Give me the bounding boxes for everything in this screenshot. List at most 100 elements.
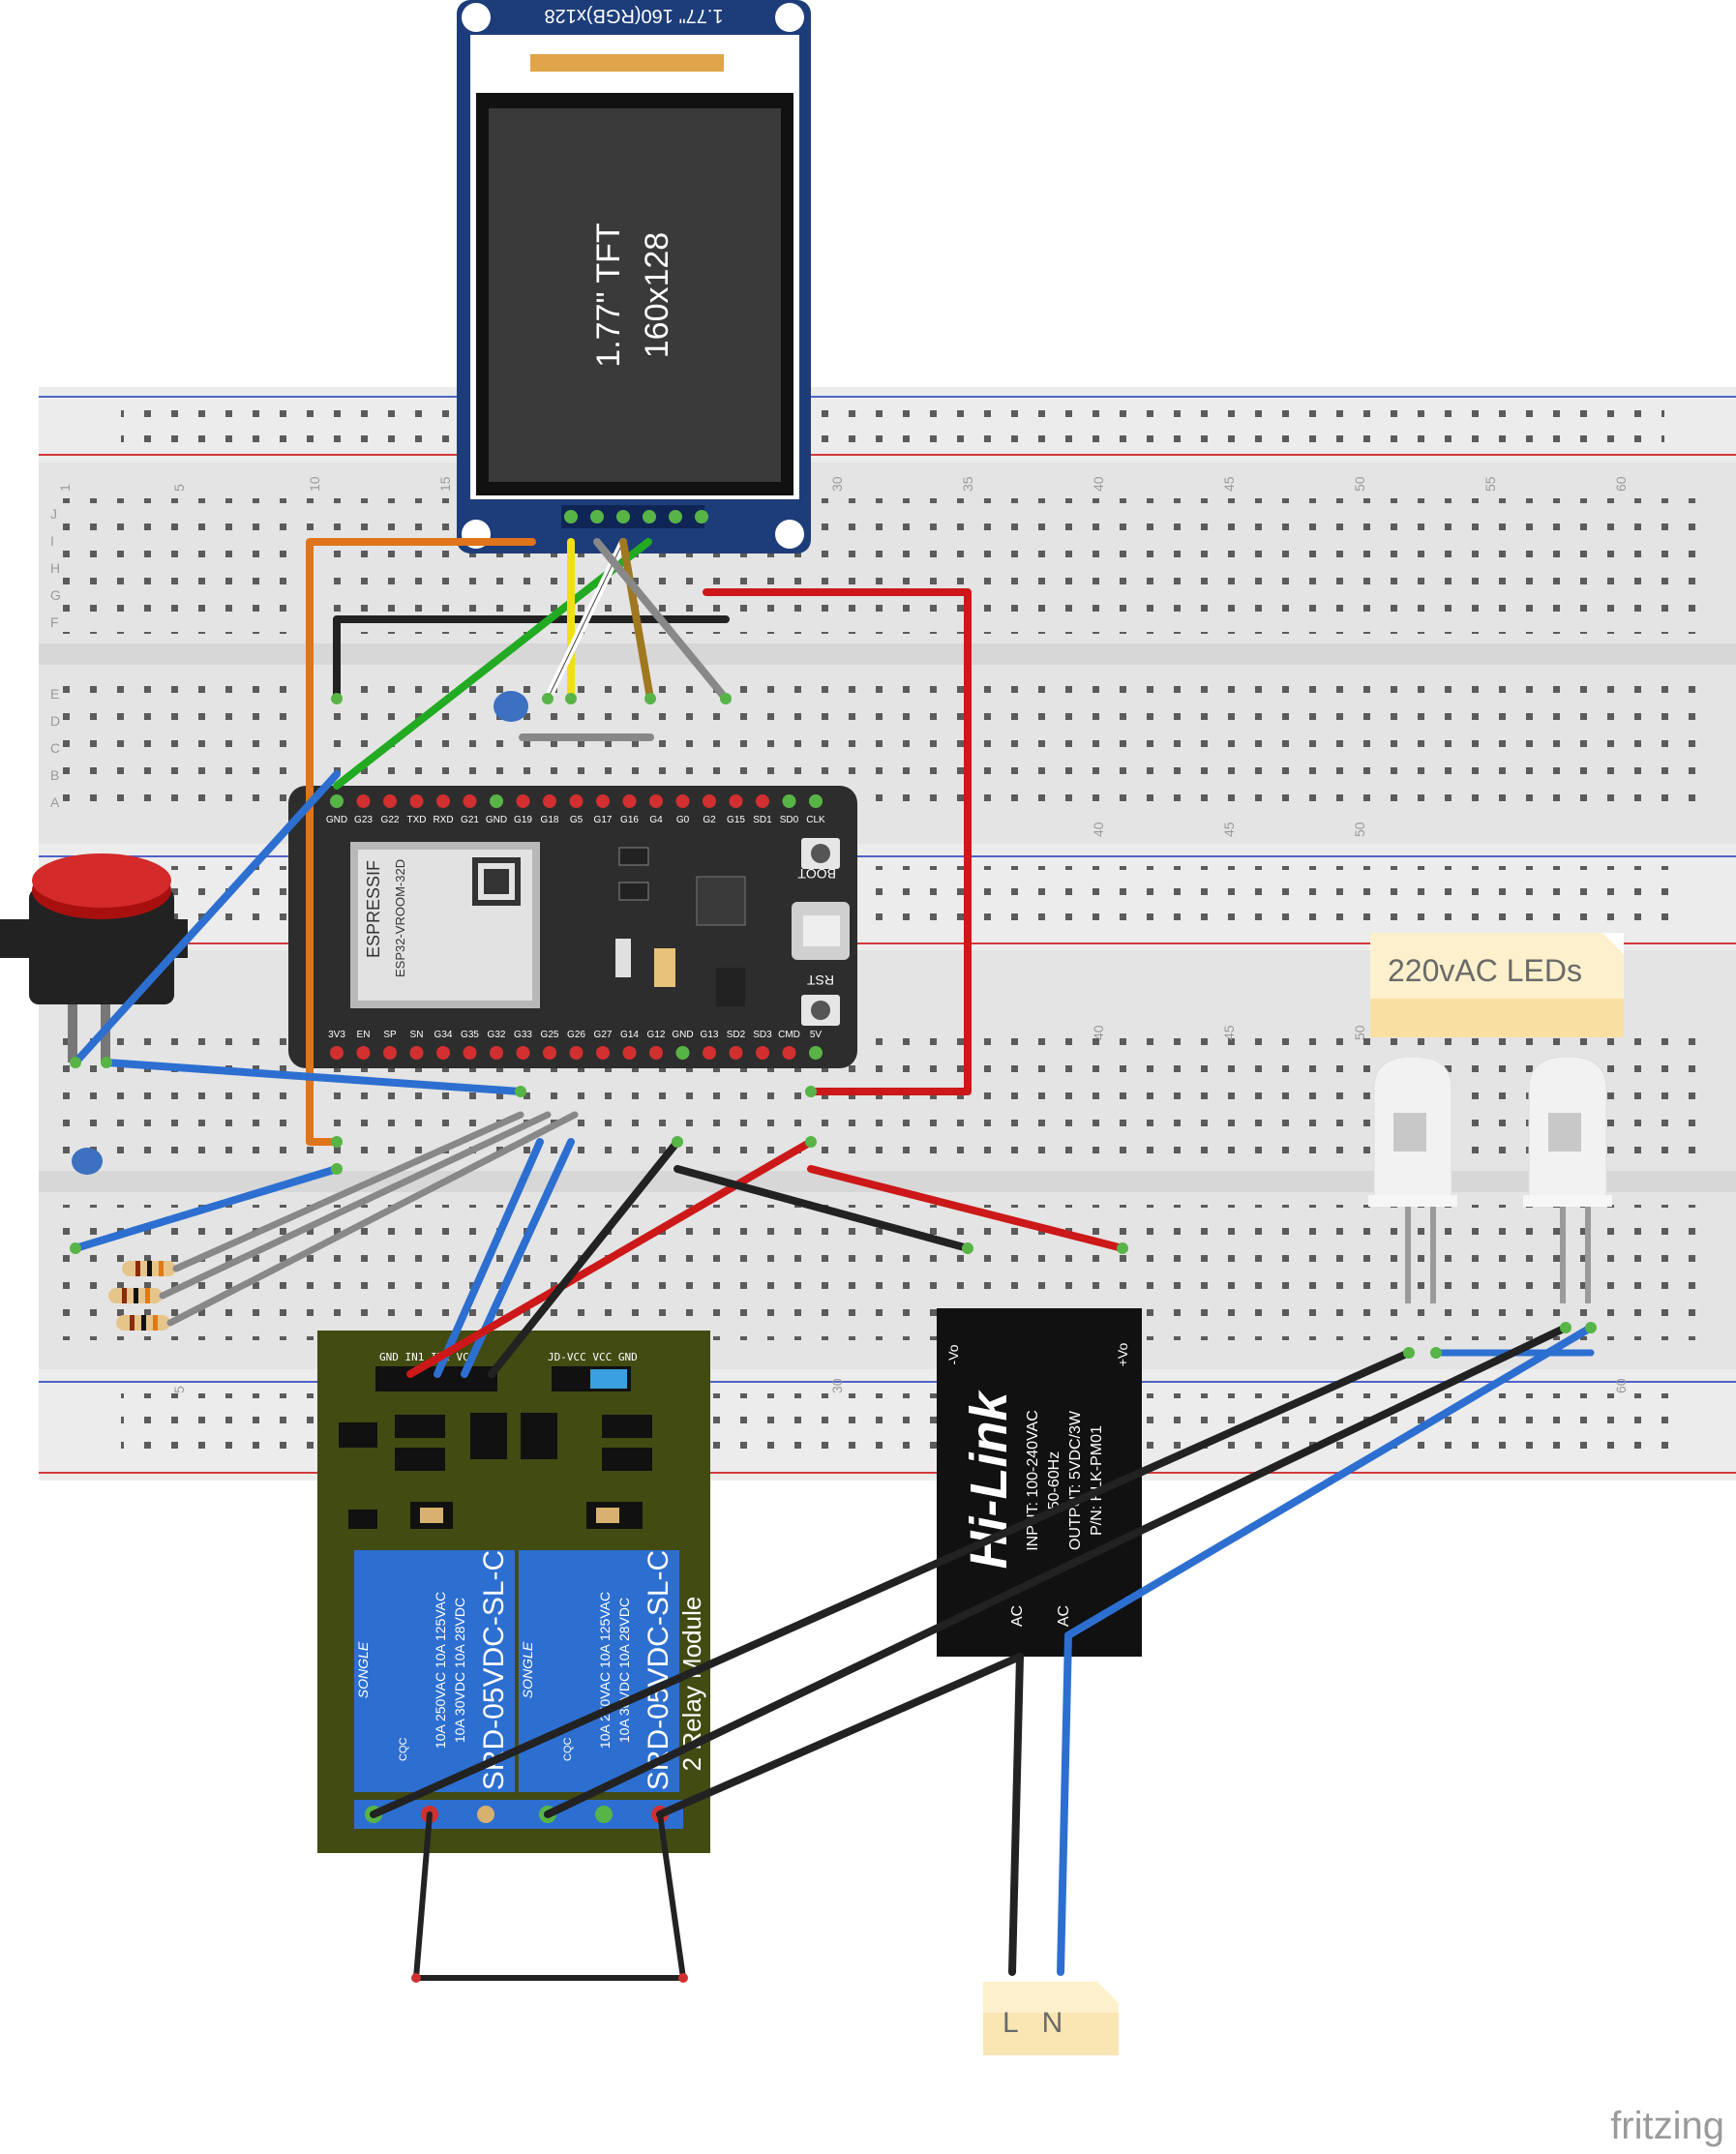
esp32-pin-label: RXD — [433, 815, 453, 825]
esp32-pin-label: G15 — [727, 815, 745, 825]
wire-black-top — [333, 615, 730, 703]
col-num-35: 35 — [960, 476, 975, 492]
esp32-pin-g17 — [596, 794, 610, 808]
row-letter-g: G — [50, 587, 61, 603]
esp32-pin-label: SN — [410, 1030, 424, 1040]
col-num-1: 1 — [57, 484, 73, 492]
wire-blue-res — [72, 1165, 341, 1252]
esp32-pin-label: SP — [383, 1030, 397, 1040]
wire-gray-res-3 — [166, 1111, 579, 1327]
esp32-pin-g0 — [675, 794, 690, 808]
row-letter-b: B — [50, 767, 59, 783]
esp32-brand: ESPRESSIF — [364, 860, 383, 958]
resistor-array — [108, 1261, 176, 1331]
wire-black-hilink — [673, 1165, 972, 1252]
wire-orange — [306, 538, 536, 1146]
relay1-cqc: CQC — [398, 1738, 409, 1762]
resistor-2 — [108, 1288, 163, 1303]
esp32-pin-label: SD2 — [727, 1030, 746, 1040]
wire-red-relay — [406, 1138, 815, 1378]
esp32-pin-g21 — [463, 794, 477, 808]
esp32-pin-sn — [409, 1046, 424, 1060]
esp32-pin-label: G13 — [701, 1030, 719, 1040]
col-num-60-d: 60 — [1613, 1378, 1629, 1393]
note-mains: L N — [983, 1982, 1119, 2055]
relay2-rating2: 10A 30VDC 10A 28VDC — [616, 1598, 632, 1743]
col-num-5-d: 5 — [171, 1386, 187, 1393]
wire-blue-relay-1 — [434, 1138, 544, 1378]
wire-black-relay — [488, 1138, 681, 1378]
hilink-ac2: AC — [1056, 1605, 1072, 1627]
esp32-pin-g14 — [622, 1046, 637, 1060]
esp32-pin-label: 3V3 — [328, 1030, 345, 1040]
esp32-pin-label: G22 — [381, 815, 400, 825]
hilink-vo-minus: -Vo — [945, 1344, 961, 1364]
col-num-40-b: 40 — [1091, 822, 1106, 837]
esp32-pin-label: G19 — [514, 815, 532, 825]
hilink-ac1: AC — [1009, 1605, 1026, 1627]
rst-label: RST — [807, 972, 834, 988]
esp32-pin-label: GND — [672, 1030, 693, 1040]
esp32-pin-g15 — [729, 794, 743, 808]
wire-black-relay-led-3 — [656, 1653, 1024, 1818]
esp32-pin-g5 — [569, 794, 584, 808]
tft-header-pins — [561, 505, 708, 528]
esp32-pin-txd — [409, 794, 424, 808]
col-num-40-c: 40 — [1091, 1025, 1106, 1040]
tft-header: 1.77" 160(RGB)x128 — [545, 5, 724, 26]
esp32-pin-g13 — [703, 1046, 716, 1060]
esp32-pin-g25 — [543, 1046, 556, 1060]
col-num-15: 15 — [437, 476, 453, 492]
esp32-pin-g22 — [383, 794, 397, 808]
esp32-pin-label: SD3 — [753, 1030, 772, 1040]
pin-dots — [70, 693, 1597, 1359]
esp32-pin-label: G27 — [594, 1030, 613, 1040]
esp32-pin-g18 — [543, 794, 556, 808]
wire-mains-n — [1057, 1631, 1072, 1976]
esp32-pin-gnd — [675, 1046, 690, 1060]
wire-blue-led-hilink — [1064, 1324, 1595, 1639]
esp32-pin-label: G34 — [434, 1030, 453, 1040]
esp32-pin-g12 — [649, 1046, 663, 1060]
esp32-pin-sd3 — [756, 1046, 769, 1060]
esp32-pin-label: G16 — [620, 815, 639, 825]
col-num-30-d: 30 — [829, 1378, 845, 1393]
col-num-45-b: 45 — [1221, 822, 1237, 837]
wire-black-relay-led-2 — [544, 1324, 1570, 1818]
wire-mains-l — [1008, 1653, 1024, 1976]
esp32-pin-gnd — [490, 794, 503, 808]
row-letter-f: F — [50, 614, 59, 630]
esp32-pin-5v — [809, 1046, 823, 1060]
fritzing-watermark: fritzing — [1610, 2105, 1724, 2147]
relay1-rating2: 10A 30VDC 10A 28VDC — [452, 1598, 467, 1743]
col-num-10: 10 — [307, 476, 322, 492]
col-num-40: 40 — [1091, 476, 1106, 492]
esp32-pin-label: G14 — [620, 1030, 639, 1040]
esp32-pin-label: G26 — [567, 1030, 585, 1040]
esp32-pin-label: G12 — [647, 1030, 666, 1040]
wire-blue-button-2 — [103, 1059, 524, 1095]
wire-blue-button-1 — [72, 770, 341, 1066]
note-leds-text: 220vAC LEDs — [1388, 953, 1582, 988]
esp32-pin-sd0 — [782, 794, 796, 808]
esp32-pin-clk — [809, 794, 823, 808]
esp32-pin-label: 5V — [810, 1030, 823, 1040]
esp32-pin-label: G25 — [541, 1030, 559, 1040]
col-num-60: 60 — [1613, 476, 1629, 492]
wire-green — [333, 538, 652, 790]
wire-brown — [619, 538, 654, 703]
esp32-pin-g27 — [596, 1046, 610, 1060]
esp32-pin-sd1 — [756, 794, 769, 808]
esp32-pin-label: GND — [326, 815, 347, 825]
esp32-pin-label: EN — [357, 1030, 371, 1040]
col-num-5: 5 — [171, 484, 187, 492]
row-letter-d: D — [50, 713, 60, 729]
esp32-model: ESP32-VROOM-32D — [393, 859, 407, 977]
wire-gray-res-2 — [159, 1111, 552, 1300]
row-letter-i: I — [50, 533, 54, 549]
relay1-model: SRD-05VDC-SL-C — [478, 1550, 510, 1790]
esp32-pin-cmd — [782, 1046, 796, 1060]
